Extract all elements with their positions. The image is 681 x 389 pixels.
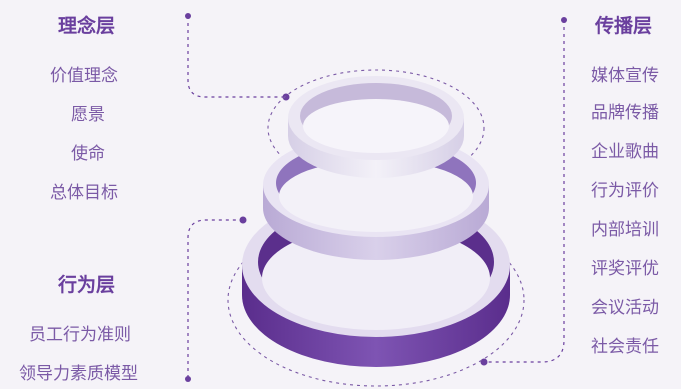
philosophy-item: 愿景 <box>71 100 105 125</box>
dot-bottom-left-end <box>185 376 191 382</box>
communication-item: 社会责任 <box>591 332 659 357</box>
communication-item: 媒体宣传 <box>591 61 659 86</box>
behavior-layer-title: 行为层 <box>58 270 115 297</box>
dot-top-left-ring <box>283 94 290 101</box>
leader-bottom-left <box>188 220 243 378</box>
dot-top-left-end <box>185 13 191 19</box>
communication-item: 品牌传播 <box>591 98 659 123</box>
dot-right-ring <box>481 359 488 366</box>
communication-item: 评奖评优 <box>591 254 659 279</box>
communication-item: 内部培训 <box>591 215 659 240</box>
communication-item: 会议活动 <box>591 293 659 318</box>
philosophy-item: 价值理念 <box>50 61 118 86</box>
ring-top <box>288 76 464 178</box>
dot-bottom-left-ring <box>240 217 247 224</box>
behavior-item: 员工行为准则 <box>29 320 131 345</box>
philosophy-item: 总体目标 <box>50 178 118 203</box>
philosophy-layer-title: 理念层 <box>58 11 115 38</box>
philosophy-item: 使命 <box>71 139 105 164</box>
communication-layer-title: 传播层 <box>595 11 652 38</box>
communication-item: 企业歌曲 <box>591 137 659 162</box>
communication-item: 行为评价 <box>591 176 659 201</box>
dot-right-end <box>561 17 567 23</box>
leader-top-left <box>188 16 286 97</box>
behavior-item: 领导力素质模型 <box>19 359 138 384</box>
